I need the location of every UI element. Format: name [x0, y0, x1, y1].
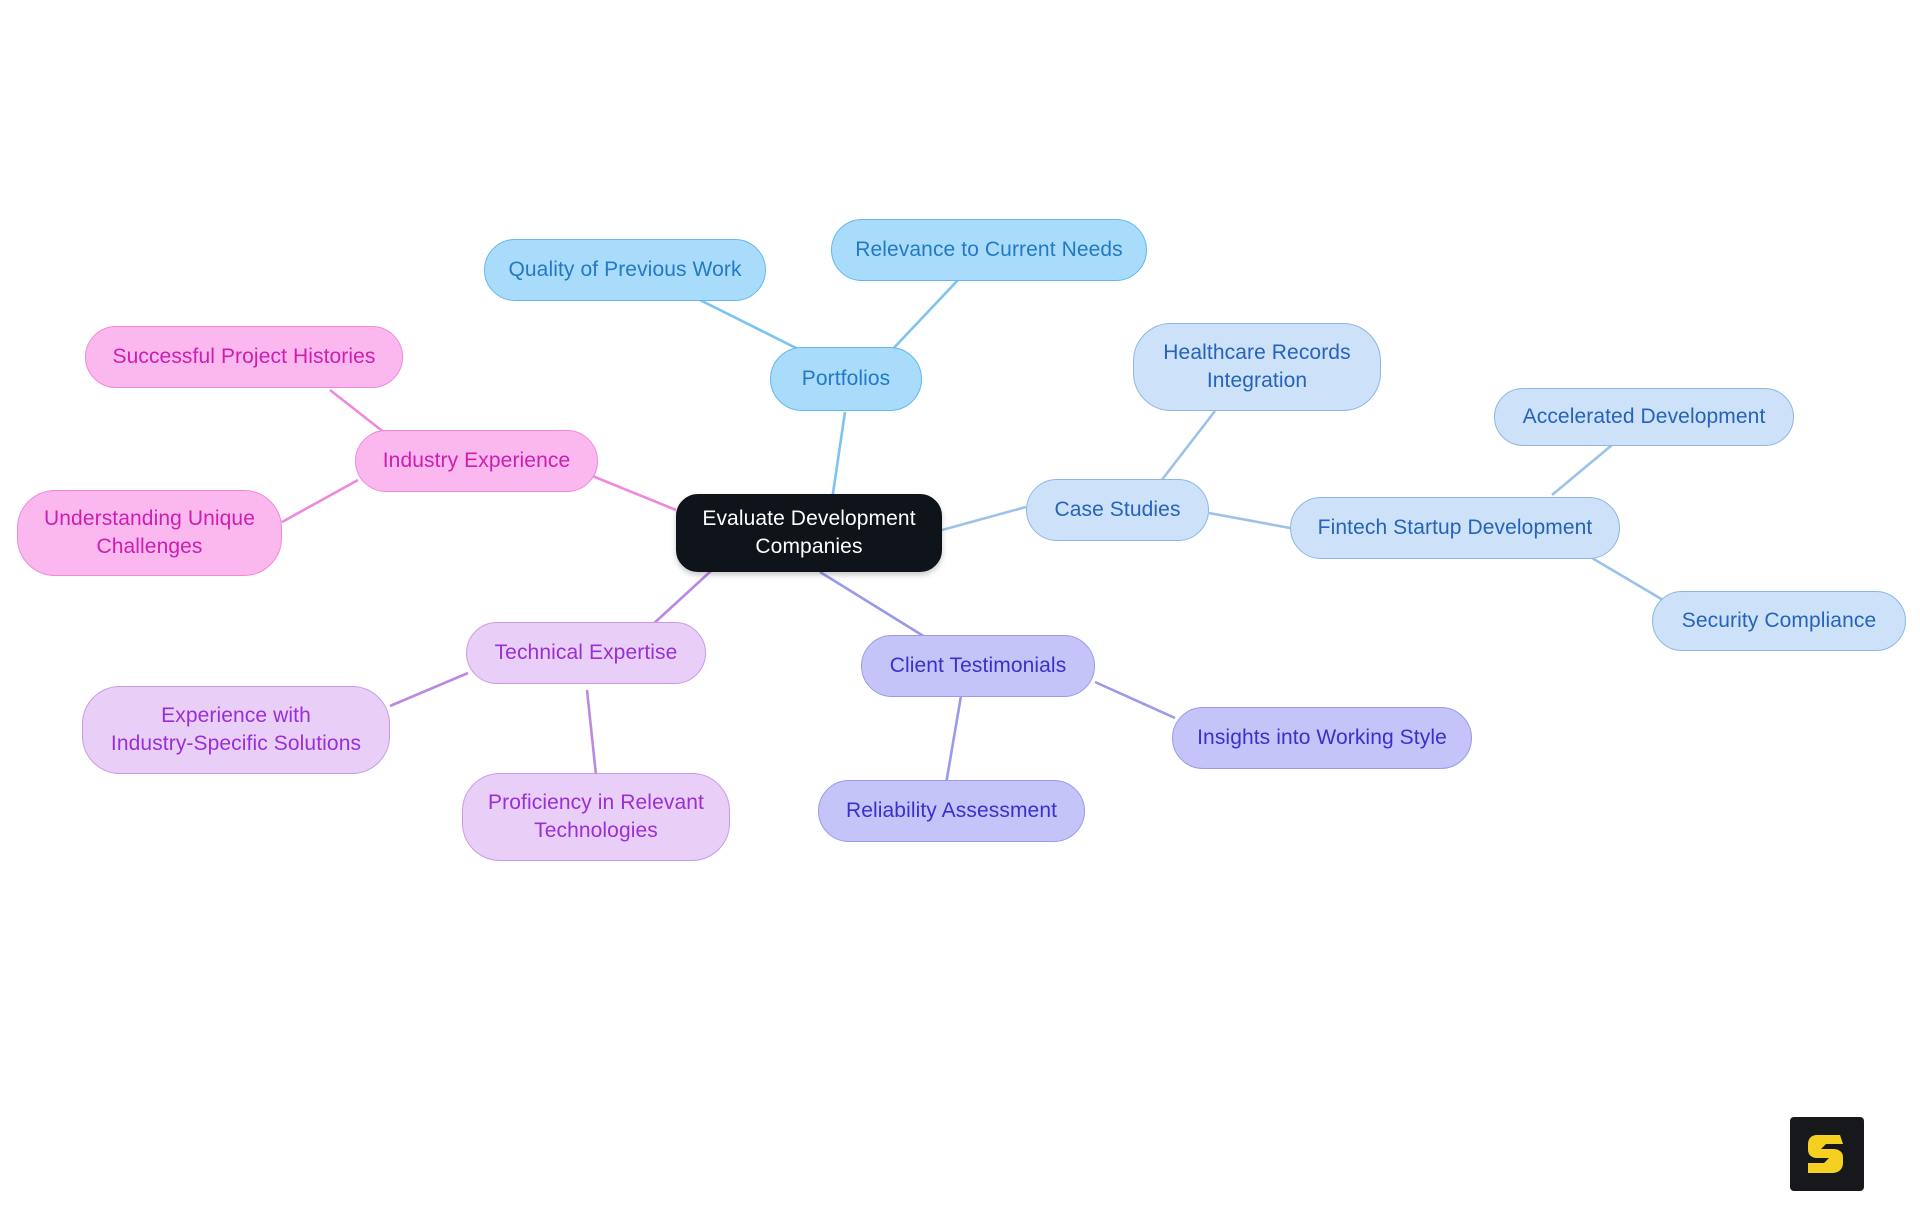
node-portfolios[interactable]: Portfolios: [770, 347, 922, 411]
node-security-compliance-label: Security Compliance: [1681, 609, 1877, 633]
node-understanding-unique-challenges[interactable]: Understanding Unique Challenges: [17, 490, 282, 576]
edge-client-reliability: [943, 689, 964, 791]
edge-industry-understanding: [281, 478, 359, 524]
node-experience-with-industry-specific-solutions[interactable]: Experience with Industry-Specific Soluti…: [82, 686, 390, 774]
node-quality-of-previous-work-label: Quality of Previous Work: [508, 258, 742, 282]
node-successful-project-histories-label: Successful Project Histories: [112, 345, 376, 369]
edge-technical-experience-industry: [389, 671, 469, 708]
node-insights-into-working-style-label: Insights into Working Style: [1197, 726, 1447, 750]
node-relevance-to-current-needs[interactable]: Relevance to Current Needs: [831, 219, 1147, 281]
edge-case-studies-healthcare: [1159, 410, 1217, 482]
node-fintech-startup-development[interactable]: Fintech Startup Development: [1290, 497, 1620, 559]
edge-case-studies-fintech: [1208, 511, 1291, 530]
edge-root-portfolios: [830, 411, 847, 501]
node-reliability-assessment[interactable]: Reliability Assessment: [818, 780, 1085, 842]
node-case-studies[interactable]: Case Studies: [1026, 479, 1209, 541]
edge-root-technical-expertise: [649, 569, 713, 628]
edge-fintech-accelerated: [1551, 444, 1613, 496]
node-industry-experience[interactable]: Industry Experience: [355, 430, 598, 492]
node-proficiency-in-relevant-technologies-label: Proficiency in Relevant Technologies: [488, 791, 704, 842]
logo-watermark: [1790, 1117, 1864, 1191]
node-portfolios-label: Portfolios: [801, 367, 891, 391]
edge-portfolios-relevance: [889, 279, 959, 353]
node-client-testimonials[interactable]: Client Testimonials: [861, 635, 1095, 697]
edge-fintech-security: [1591, 556, 1669, 605]
central-node-evaluate-development-companies[interactable]: Evaluate Development Companies: [676, 494, 942, 572]
node-industry-experience-label: Industry Experience: [382, 449, 571, 473]
node-experience-with-industry-specific-solutions-label: Experience with Industry-Specific Soluti…: [110, 704, 362, 755]
node-successful-project-histories[interactable]: Successful Project Histories: [85, 326, 403, 388]
edge-root-industry-experience: [589, 473, 677, 512]
central-node-label: Evaluate Development Companies: [702, 507, 916, 558]
node-accelerated-development-label: Accelerated Development: [1522, 405, 1766, 429]
node-healthcare-records-integration[interactable]: Healthcare Records Integration: [1133, 323, 1381, 411]
node-fintech-startup-development-label: Fintech Startup Development: [1317, 516, 1593, 540]
node-reliability-assessment-label: Reliability Assessment: [845, 799, 1058, 823]
node-case-studies-label: Case Studies: [1054, 498, 1181, 522]
node-technical-expertise-label: Technical Expertise: [494, 641, 678, 665]
edge-client-insights: [1094, 680, 1176, 720]
node-quality-of-previous-work[interactable]: Quality of Previous Work: [484, 239, 766, 301]
node-relevance-to-current-needs-label: Relevance to Current Needs: [855, 238, 1123, 262]
node-technical-expertise[interactable]: Technical Expertise: [466, 622, 706, 684]
node-understanding-unique-challenges-label: Understanding Unique Challenges: [44, 507, 255, 558]
node-healthcare-records-integration-label: Healthcare Records Integration: [1163, 341, 1351, 392]
edge-root-client-testimonials: [819, 570, 926, 639]
edge-portfolios-quality: [699, 298, 801, 352]
node-security-compliance[interactable]: Security Compliance: [1652, 591, 1906, 651]
edge-technical-proficiency: [585, 689, 598, 776]
logo-s-icon: [1808, 1135, 1843, 1173]
node-insights-into-working-style[interactable]: Insights into Working Style: [1172, 707, 1472, 769]
edge-root-case-studies: [941, 505, 1027, 532]
node-client-testimonials-label: Client Testimonials: [889, 654, 1067, 678]
node-accelerated-development[interactable]: Accelerated Development: [1494, 388, 1794, 446]
node-proficiency-in-relevant-technologies[interactable]: Proficiency in Relevant Technologies: [462, 773, 730, 861]
